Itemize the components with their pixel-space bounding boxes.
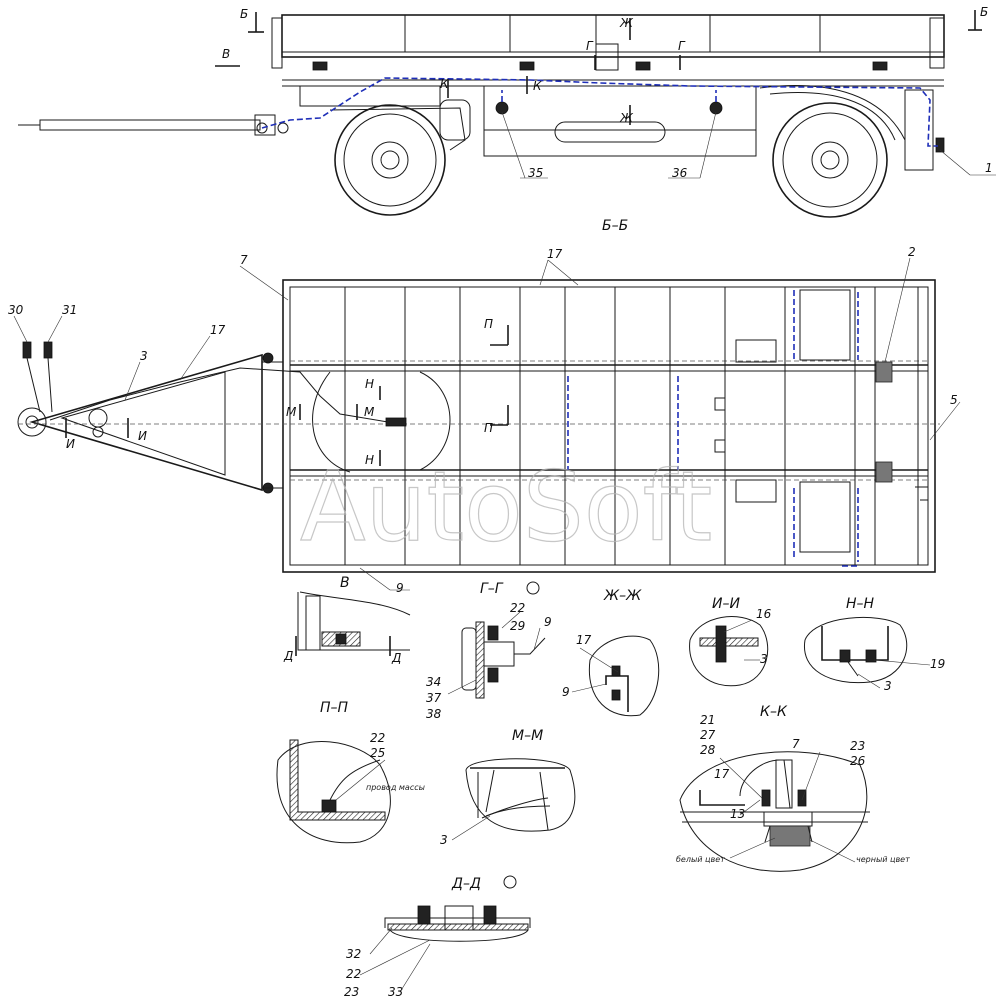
cut-letter-zh-top: Ж (619, 16, 634, 30)
section-title-kk: К–К (760, 704, 788, 720)
callout-27: 27 (700, 728, 716, 742)
cut-mark-letters: Б Б В Ж Ж Г Г К К П П Н Н М М И И Д Д (66, 5, 988, 665)
section-ii (689, 616, 769, 687)
callout-17-top: 17 (547, 247, 563, 261)
section-mm (451, 758, 576, 841)
callout-5: 5 (950, 393, 958, 407)
callout-22-dd: 22 (346, 967, 361, 981)
callout-21: 21 (700, 713, 715, 727)
section-title-ii: И–И (712, 596, 740, 612)
cut-letter-zh-bottom: Ж (619, 111, 634, 125)
detail-v (295, 591, 411, 656)
callout-25: 25 (370, 746, 385, 760)
cut-letter-p-bottom: П (484, 421, 493, 435)
section-title-nn: Н–Н (846, 596, 875, 612)
cut-letter-i-left: И (66, 437, 75, 451)
section-title-mm: М–М (512, 728, 543, 744)
section-title-v: В (340, 575, 350, 591)
section-title-dd: Д–Д (451, 876, 481, 892)
cut-letter-d-right: Д (391, 651, 401, 665)
callout-17-kk: 17 (714, 767, 730, 781)
cut-letter-g-left: Г (586, 39, 594, 53)
callout-3-ii: 3 (760, 652, 768, 666)
callout-7-kk: 7 (792, 737, 800, 751)
callout-17-drawbar: 17 (210, 323, 226, 337)
cut-marks-side (215, 10, 982, 125)
cut-letter-b-right: Б (980, 5, 988, 19)
callout-3-drawbar: 3 (140, 349, 148, 363)
section-titles: Б–Б В Г–Г Ж–Ж И–И Н–Н П–П М–М К–К Д–Д (320, 218, 875, 892)
section-nn (803, 616, 931, 689)
callout-26: 26 (850, 754, 866, 768)
callout-2: 2 (908, 245, 916, 259)
callout-23-kk: 23 (850, 739, 865, 753)
section-pp (276, 739, 391, 844)
callout-32: 32 (346, 947, 361, 961)
cut-letter-d-left: Д (283, 649, 293, 663)
callout-22-pp: 22 (370, 731, 385, 745)
front-wheel-icon (334, 104, 446, 216)
callout-numbers: 35 36 1 7 17 2 5 17 3 30 31 9 22 29 9 34… (8, 161, 993, 999)
callout-13: 13 (730, 807, 745, 821)
notes: провод массы белый цвет черный цвет (366, 783, 910, 864)
callout-1: 1 (985, 161, 993, 175)
side-view (18, 10, 996, 218)
section-title-zhzh: Ж–Ж (603, 588, 642, 604)
section-kk (679, 751, 870, 872)
section-zhzh (571, 635, 660, 717)
section-gg (447, 581, 546, 699)
section-dd (359, 875, 531, 993)
callout-16: 16 (756, 607, 772, 621)
plan-view (13, 257, 961, 591)
cut-letter-k-left: К (440, 77, 449, 91)
callout-23-dd: 23 (344, 985, 359, 999)
callout-33: 33 (388, 985, 403, 999)
section-title-pp: П–П (320, 700, 349, 716)
callout-38: 38 (426, 707, 442, 721)
callout-7: 7 (240, 253, 248, 267)
callout-35: 35 (528, 166, 543, 180)
cut-letter-p-top: П (484, 317, 493, 331)
watermark: AutoSoft (300, 451, 712, 563)
note-white-color: белый цвет (676, 855, 725, 864)
callout-22-gg: 22 (510, 601, 525, 615)
callout-28: 28 (700, 743, 716, 757)
note-black-color: черный цвет (856, 855, 910, 864)
cut-letter-n-bottom: Н (365, 453, 374, 467)
callout-17-zhzh: 17 (576, 633, 592, 647)
cut-letter-n-top: Н (365, 377, 374, 391)
cut-letter-m-right: М (364, 405, 375, 419)
callout-9-gg: 9 (544, 615, 552, 629)
callout-34: 34 (426, 675, 441, 689)
callout-9-plan: 9 (396, 581, 404, 595)
callout-9-zhzh: 9 (562, 685, 570, 699)
cut-letter-i-right: И (138, 429, 147, 443)
section-title-gg: Г–Г (480, 581, 504, 597)
callout-36: 36 (672, 166, 688, 180)
callout-3-mm: 3 (440, 833, 448, 847)
note-ground-wire: провод массы (366, 783, 425, 792)
callout-29: 29 (510, 619, 525, 633)
callout-31: 31 (62, 303, 77, 317)
cut-marks-plan (65, 325, 509, 466)
callout-30: 30 (8, 303, 24, 317)
section-title-bb: Б–Б (602, 218, 628, 234)
callout-3-nn: 3 (884, 679, 892, 693)
callout-37: 37 (426, 691, 442, 705)
rear-wheel-icon (772, 102, 888, 218)
cut-letter-m-left: М (286, 405, 297, 419)
cut-letter-v: В (222, 47, 230, 61)
cut-letter-b-left: Б (240, 7, 248, 21)
cut-letter-g-right: Г (678, 39, 686, 53)
cut-letter-k-right: К (533, 79, 542, 93)
callout-19: 19 (930, 657, 945, 671)
